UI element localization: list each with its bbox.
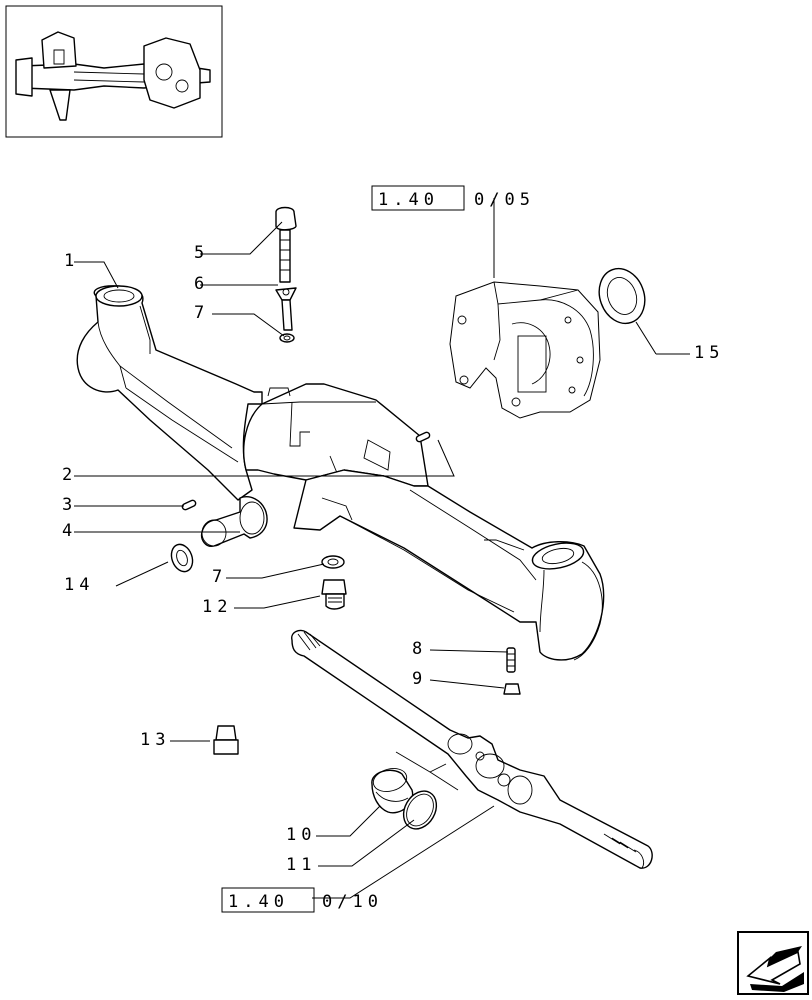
reference-box-1-suffix: 0/05 [474,190,535,210]
callout-13[interactable]: 13 [140,730,170,750]
plug-12[interactable] [321,579,347,610]
callout-15[interactable]: 15 [694,343,724,363]
callout-7-bottom[interactable]: 7 [212,567,227,587]
reference-box-2-suffix: 0/10 [322,892,383,912]
overview-thumbnail[interactable] [5,5,223,138]
breather-5[interactable] [275,206,297,283]
pin-3[interactable] [181,499,197,511]
axle-housing[interactable] [76,285,605,661]
callout-6[interactable]: 6 [194,274,209,294]
leader-lines [74,198,690,899]
screw-8[interactable] [506,647,516,673]
callout-11[interactable]: 11 [286,855,316,875]
callout-8[interactable]: 8 [412,639,427,659]
callout-1[interactable]: 1 [64,251,79,271]
pin-2[interactable] [415,431,431,443]
callout-4[interactable]: 4 [62,521,77,541]
callout-12[interactable]: 12 [202,597,232,617]
washer-6[interactable] [275,287,297,331]
callout-3[interactable]: 3 [62,495,77,515]
callout-7-top[interactable]: 7 [194,303,209,323]
reference-box-2-text: 1.40 [228,892,289,912]
callout-10[interactable]: 10 [286,825,316,845]
next-page-arrow-icon[interactable] [737,931,809,995]
callout-2[interactable]: 2 [62,465,77,485]
callout-9[interactable]: 9 [412,669,427,689]
seal-15[interactable] [592,262,652,330]
reference-box-2[interactable]: 1.40 0/10 [221,887,383,913]
plug-13[interactable] [213,725,239,755]
reference-box-1[interactable]: 1.40 0/05 [371,185,535,211]
reference-box-1-text: 1.40 [378,190,439,210]
callout-14[interactable]: 14 [64,575,94,595]
seal-14[interactable] [168,541,196,574]
callout-5[interactable]: 5 [194,243,209,263]
ring-11[interactable] [397,785,443,835]
callout-labels: 1 2 3 4 5 6 7 7 8 9 10 11 12 13 14 15 [62,243,724,875]
drive-shaft[interactable] [291,629,653,869]
nut-9[interactable] [503,683,521,695]
steering-knuckle[interactable] [449,281,601,419]
washer-7-bottom[interactable] [321,555,345,569]
